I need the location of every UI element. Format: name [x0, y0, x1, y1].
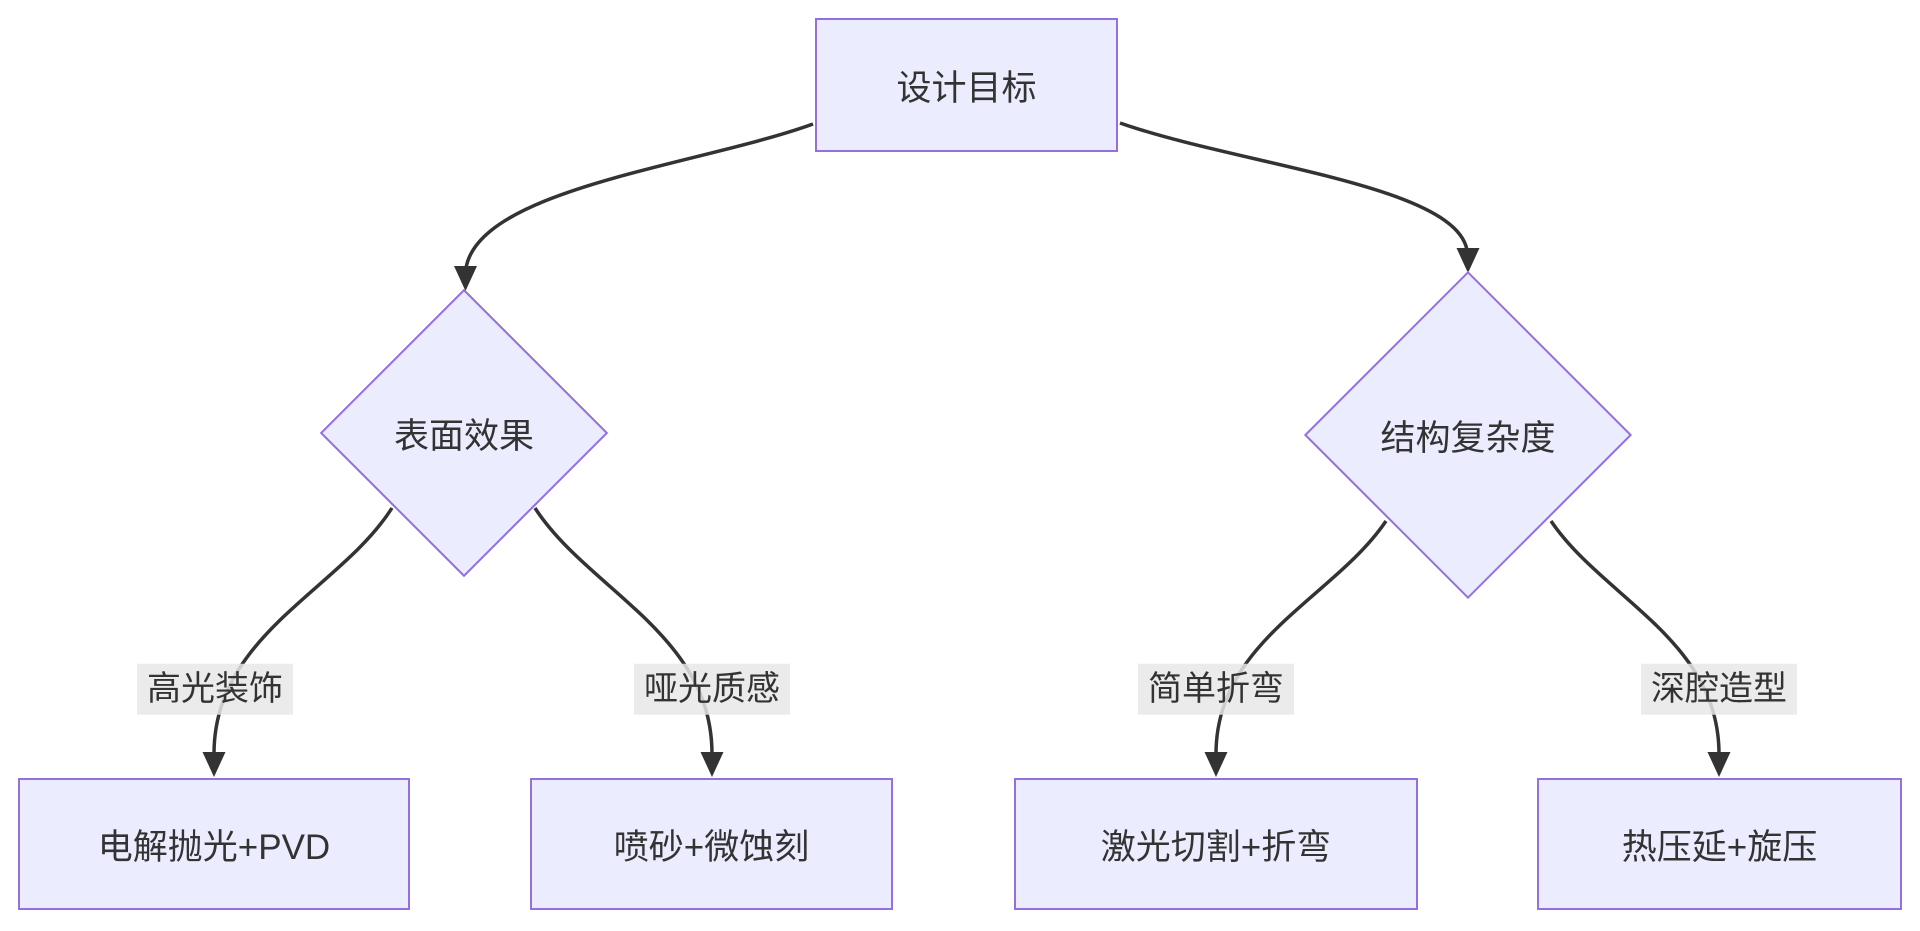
- node-design-goal-label: 设计目标: [896, 68, 1037, 108]
- edge-design-goal-to-surface-effect: [464, 122, 814, 269]
- node-hot-roll-spinning: 热压延+旋压: [1537, 778, 1902, 910]
- arrowhead-structural-complexity-icon: [1456, 248, 1480, 273]
- edge-design-goal-to-structural-complexity: [1119, 121, 1469, 251]
- node-sandblast-microetch: 喷砂+微蚀刻: [530, 778, 893, 910]
- node-design-goal: 设计目标: [815, 18, 1118, 152]
- node-electropolish-pvd-label: 电解抛光+PVD: [97, 827, 331, 867]
- edge-structural-complexity-to-laser-cut-bend: [1214, 520, 1388, 755]
- node-laser-cut-bend-label: 激光切割+折弯: [1100, 827, 1332, 867]
- node-surface-effect: 表面效果: [319, 288, 609, 578]
- edge-surface-effect-to-sandblast-microetch: [533, 507, 714, 755]
- edge-surface-effect-to-electropolish-pvd: [212, 507, 394, 755]
- arrowhead-hot-roll-spinning-icon: [1707, 752, 1731, 777]
- edge-structural-complexity-to-hot-roll-spinning: [1549, 520, 1721, 755]
- node-hot-roll-spinning-label: 热压延+旋压: [1621, 827, 1818, 867]
- edge-label-deep-cavity-shape: 深腔造型: [1641, 663, 1797, 715]
- arrowhead-sandblast-microetch-icon: [700, 752, 724, 777]
- node-electropolish-pvd: 电解抛光+PVD: [18, 778, 410, 910]
- arrowhead-electropolish-pvd-icon: [202, 752, 226, 777]
- edge-label-simple-bend: 简单折弯: [1138, 663, 1294, 715]
- arrowhead-laser-cut-bend-icon: [1204, 752, 1228, 777]
- arrowhead-surface-effect-icon: [454, 266, 477, 291]
- node-structural-complexity: 结构复杂度: [1303, 270, 1633, 600]
- node-laser-cut-bend: 激光切割+折弯: [1014, 778, 1418, 910]
- edge-label-matte-texture: 哑光质感: [634, 663, 790, 715]
- node-sandblast-microetch-label: 喷砂+微蚀刻: [613, 827, 810, 867]
- node-structural-complexity-label: 结构复杂度: [1380, 418, 1556, 458]
- edge-label-highgloss-decoration: 高光装饰: [137, 663, 293, 715]
- node-surface-effect-label: 表面效果: [393, 416, 534, 456]
